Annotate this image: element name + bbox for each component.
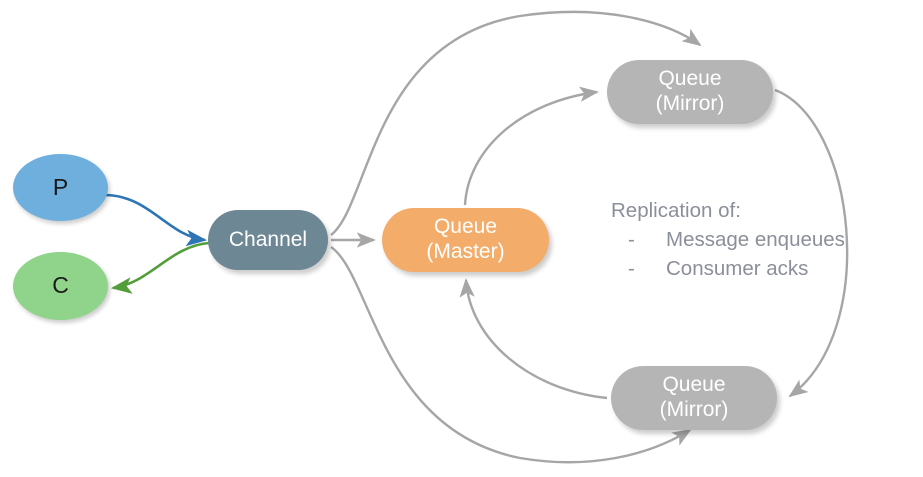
replication-note-title: Replication of: [611, 199, 741, 222]
queue-master-label: Queue (Master) [426, 215, 505, 263]
queue-mirror-bottom-label: Queue (Mirror) [659, 373, 729, 421]
bullet-dash-icon: - [628, 228, 635, 252]
channel-label: Channel [228, 227, 308, 251]
consumer-node[interactable]: C [13, 252, 108, 320]
edge-producer-to-channel [105, 193, 208, 247]
queue-mirror-bottom-node[interactable]: Queue (Mirror) [611, 366, 777, 430]
edge-mirror-top-to-mirror-bottom [774, 88, 849, 398]
producer-node[interactable]: P [13, 154, 108, 221]
producer-label: P [52, 173, 69, 200]
edge-mirror-bottom-to-queue-master [459, 278, 608, 400]
replication-note-item-1: - Consumer acks [611, 254, 911, 283]
queue-mirror-top-label: Queue (Mirror) [655, 67, 725, 115]
queue-mirror-top-node[interactable]: Queue (Mirror) [607, 60, 773, 124]
replication-note: Replication of: - Message enqueues - Consu… [611, 196, 911, 283]
consumer-label: C [52, 272, 69, 299]
edge-queue-master-to-mirror-top [463, 86, 599, 206]
queue-master-node[interactable]: Queue (Master) [382, 208, 549, 272]
bullet-dash-icon: - [628, 257, 635, 281]
replication-note-item-0-text: Message enqueues [666, 228, 845, 252]
edge-channel-to-consumer [110, 241, 210, 294]
edge-channel-to-mirror-bottom [330, 246, 692, 464]
edge-channel-to-mirror-top [330, 10, 702, 236]
replication-note-item-1-text: Consumer acks [666, 257, 809, 281]
channel-node[interactable]: Channel [208, 210, 328, 270]
replication-note-item-0: - Message enqueues [611, 225, 911, 254]
